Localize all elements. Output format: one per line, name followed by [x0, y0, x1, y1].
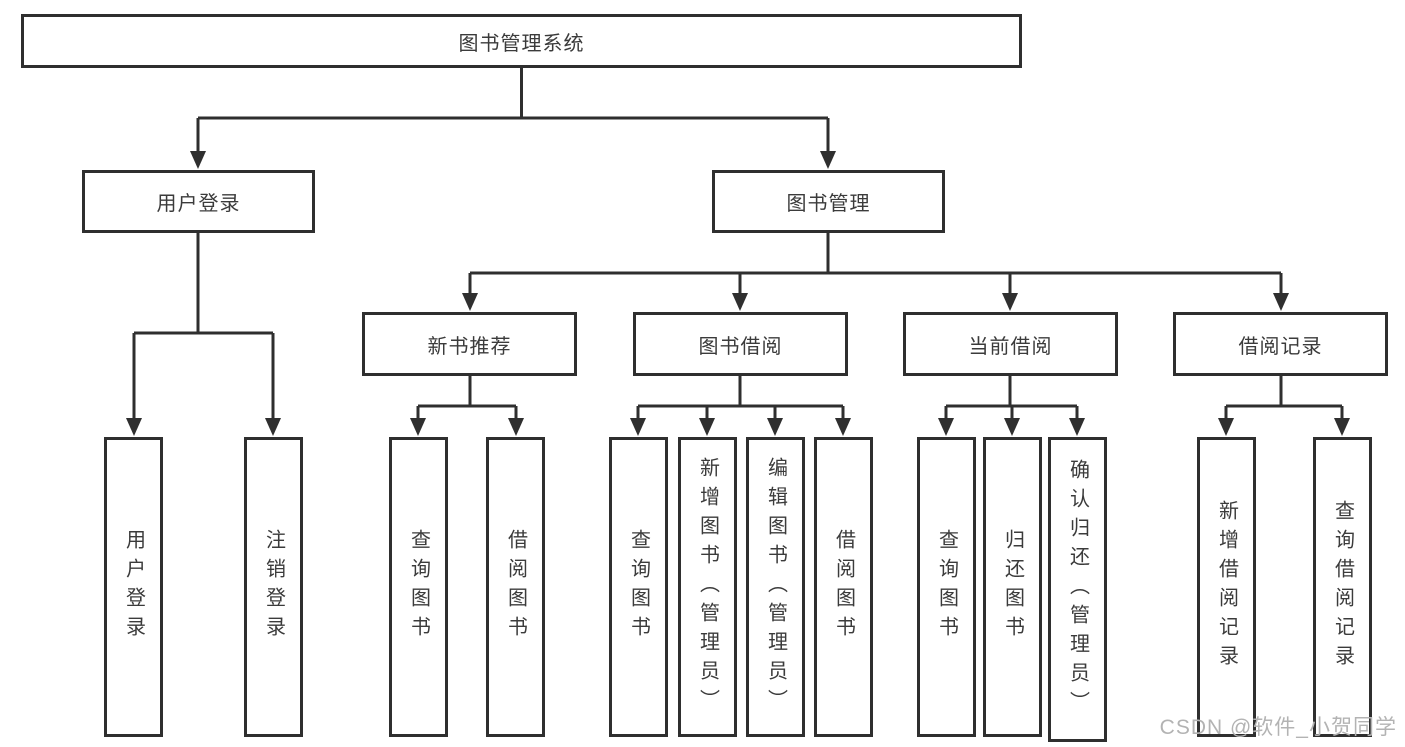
- node-label: 编辑图书（管理员）: [764, 456, 787, 718]
- node-label: 新书推荐: [427, 335, 512, 358]
- node-label: 图书管理: [786, 193, 871, 215]
- node-root-library-system: 图书管理系统: [21, 14, 1022, 68]
- node-label: 用户登录: [122, 529, 145, 645]
- node-label: 查询图书: [407, 529, 430, 645]
- csdn-watermark: CSDN @软件_小贺同学: [1159, 716, 1397, 739]
- leaf-query-books-borrow: 查询图书: [609, 437, 668, 737]
- node-label: 注销登录: [262, 529, 285, 645]
- leaf-logout: 注销登录: [244, 437, 303, 737]
- node-label: 确认归还（管理员）: [1066, 459, 1089, 720]
- leaf-user-login: 用户登录: [104, 437, 163, 737]
- leaf-return-books: 归还图书: [983, 437, 1042, 737]
- node-label: 图书借阅: [698, 335, 783, 358]
- leaf-confirm-return-admin: 确认归还（管理员）: [1048, 437, 1107, 742]
- leaf-edit-books-admin: 编辑图书（管理员）: [746, 437, 805, 737]
- leaf-query-borrow-record: 查询借阅记录: [1313, 437, 1372, 737]
- node-label: 借阅图书: [832, 529, 855, 645]
- node-label: 新增借阅记录: [1215, 500, 1238, 674]
- node-label: 查询借阅记录: [1331, 500, 1354, 674]
- leaf-borrow-books: 借阅图书: [814, 437, 873, 737]
- node-new-book-recommend: 新书推荐: [362, 312, 577, 376]
- node-label: 借阅图书: [504, 529, 527, 645]
- leaf-query-books-current: 查询图书: [917, 437, 976, 737]
- node-current-borrow: 当前借阅: [903, 312, 1118, 376]
- node-label: 当前借阅: [968, 335, 1053, 358]
- leaf-query-books-recommend: 查询图书: [389, 437, 448, 737]
- node-label: 归还图书: [1001, 529, 1024, 645]
- node-label: 图书管理系统: [458, 32, 585, 55]
- node-label: 用户登录: [156, 193, 241, 215]
- node-label: 查询图书: [627, 529, 650, 645]
- node-label: 查询图书: [935, 529, 958, 645]
- node-book-borrow: 图书借阅: [633, 312, 848, 376]
- node-label: 新增图书（管理员）: [696, 456, 719, 718]
- leaf-add-borrow-record: 新增借阅记录: [1197, 437, 1256, 737]
- node-borrow-records: 借阅记录: [1173, 312, 1388, 376]
- arrowheads: [126, 151, 1350, 436]
- node-label: 借阅记录: [1238, 335, 1323, 358]
- node-book-management: 图书管理: [712, 170, 945, 233]
- leaf-borrow-books-recommend: 借阅图书: [486, 437, 545, 737]
- leaf-add-books-admin: 新增图书（管理员）: [678, 437, 737, 737]
- node-user-login: 用户登录: [82, 170, 315, 233]
